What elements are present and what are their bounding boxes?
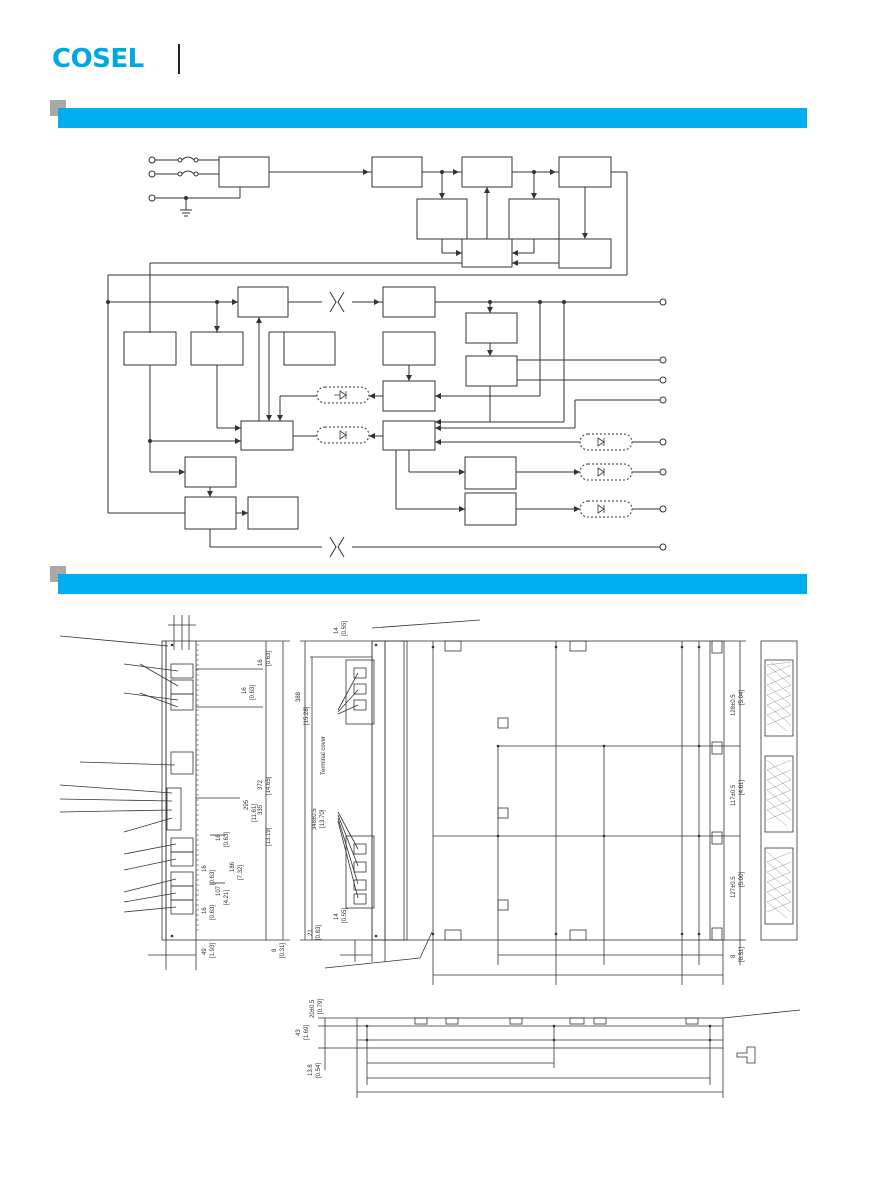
dim-left-49: 49 — [202, 948, 208, 955]
dim-front-21-in: [0.83] — [316, 925, 322, 940]
dim-left-16b: 16 — [242, 687, 248, 694]
dim-bottom-13: 13.8 — [308, 1064, 314, 1076]
section-bar-external-view — [58, 574, 807, 594]
dim-right-8-in: [0.31] — [739, 947, 745, 962]
dim-front-21: 21 — [308, 929, 314, 936]
dim-left-186: 186 — [230, 861, 236, 872]
dim-right-127-in: [5.00] — [739, 872, 745, 887]
dim-front-348-in: [13.70] — [320, 809, 326, 828]
dim-left-16a: 16 — [258, 659, 264, 666]
section-bar-block-diagram — [58, 108, 807, 128]
dim-right-128: 128±0.5 — [731, 694, 737, 716]
dim-left-16d-in: [0.63] — [210, 870, 216, 885]
dim-left-186-in: [7.32] — [238, 865, 244, 880]
dim-front-14b: 14 — [334, 913, 340, 920]
dim-left-107-in: [4.21] — [224, 890, 230, 905]
dim-front-348: 348±0.5 — [312, 808, 318, 830]
dim-left-16b-in: [0.63] — [250, 685, 256, 700]
dim-front-388: 388 — [296, 691, 302, 702]
dim-right-117-in: [4.61] — [739, 780, 745, 795]
dim-right-128-in: [5.04] — [739, 690, 745, 705]
dim-left-16e-in: [0.63] — [210, 905, 216, 920]
dim-left-8-in: [0.31] — [280, 943, 286, 958]
dim-left-372: 372 — [258, 779, 264, 790]
dim-bottom-43-in: [1.69] — [304, 1025, 310, 1040]
dim-front-14-in: [0.55] — [342, 621, 348, 636]
dim-front-14b-in: [0.55] — [342, 908, 348, 923]
dim-front-388-in: [15.28] — [304, 706, 310, 725]
dim-left-8: 8 — [272, 948, 278, 952]
dim-left-295: 295 — [244, 799, 250, 810]
dim-right-117: 117±0.5 — [731, 784, 737, 806]
dim-bottom-43: 43 — [296, 1029, 302, 1036]
dim-left-295-in: [11.61] — [252, 804, 258, 822]
dim-bottom-20: 20±0.5 — [310, 999, 316, 1018]
terminal-cover-label: Terminal cover — [321, 736, 327, 775]
dim-left-16d: 16 — [202, 865, 208, 872]
cosel-logo: COSEL — [52, 44, 144, 74]
dim-left-16c-in: [0.63] — [224, 832, 230, 847]
dim-right-8: 8 — [731, 954, 737, 958]
dim-left-16e: 16 — [202, 907, 208, 914]
dim-left-335: 335 — [258, 804, 264, 815]
dim-left-372-in: [14.65] — [266, 776, 272, 795]
dim-bottom-20-in: [0.79] — [318, 999, 324, 1014]
logo-separator — [178, 44, 180, 74]
dim-left-49-in: [1.93] — [210, 943, 216, 958]
dim-left-335-in: [13.19] — [266, 827, 272, 846]
dim-front-14: 14 — [334, 627, 340, 634]
dim-bottom-13-in: [0.54] — [316, 1063, 322, 1078]
dim-right-127: 127±0.5 — [731, 876, 737, 898]
dim-left-16a-in: [0.63] — [266, 651, 272, 666]
dim-left-107: 107 — [216, 885, 222, 896]
dim-left-16c: 16 — [216, 834, 222, 841]
